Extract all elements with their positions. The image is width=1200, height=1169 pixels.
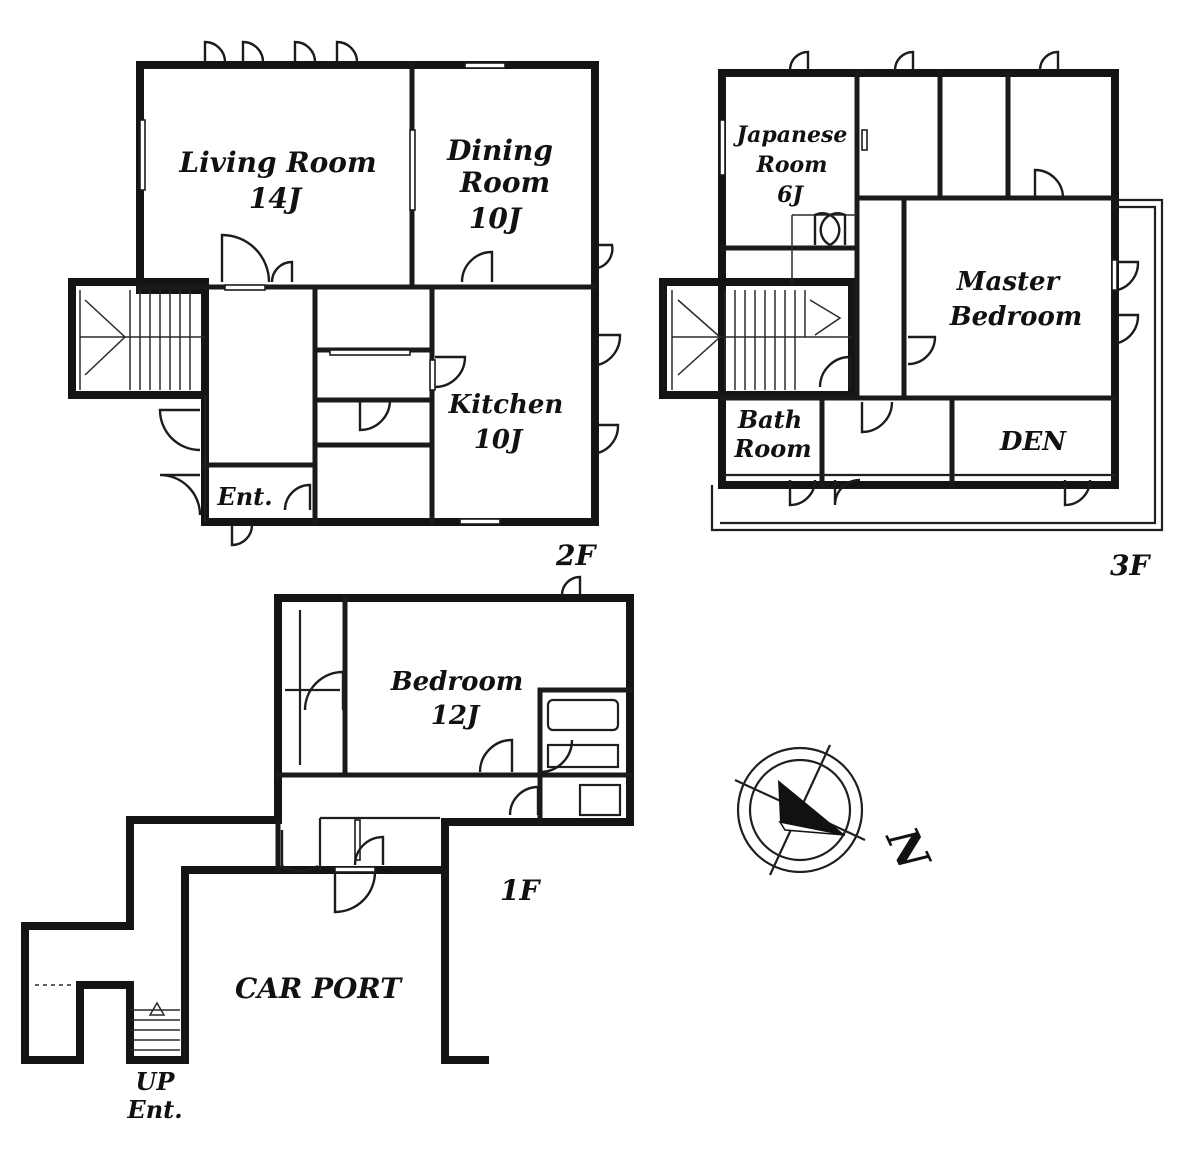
window (329, 349, 411, 356)
window (334, 866, 376, 873)
doors-3f (788, 50, 1140, 507)
floor-label-3f: 3F (1110, 549, 1151, 582)
bedroom-label: Bedroom (390, 667, 524, 697)
window (861, 129, 868, 151)
window (719, 119, 726, 176)
living-room-size: 14J (249, 182, 303, 215)
vanity (546, 743, 620, 769)
stairs-1f (35, 984, 180, 1051)
stairs-up-label: UP (136, 1067, 176, 1096)
japanese-room-size: 6J (777, 182, 804, 208)
living-room-label: Living Room (178, 146, 376, 179)
bedroom-size: 12J (431, 701, 481, 731)
doors-1f (280, 575, 582, 914)
window (429, 359, 436, 391)
bathtub (546, 698, 620, 732)
dining-room-label-line2: Room (459, 166, 550, 199)
entrance-2f-label: Ent. (216, 482, 272, 511)
window (409, 129, 416, 211)
stairs-3f (671, 290, 852, 390)
bath-room-label-line1: Bath (737, 405, 802, 434)
dining-room-label-line1: Dining (446, 134, 553, 167)
carport-label: CAR PORT (235, 972, 403, 1005)
japanese-room-label-line1: Japanese (733, 122, 848, 148)
floor-label-2f: 2F (555, 539, 597, 572)
master-bedroom-label-line1: Master (956, 267, 1062, 297)
floor-plan-1f (21, 575, 634, 1064)
floor-plan-3f (659, 50, 1164, 532)
kitchen-label: Kitchen (448, 390, 564, 420)
window (354, 819, 361, 861)
entrance-1f-label: Ent. (126, 1095, 182, 1124)
kitchen-size: 10J (474, 425, 524, 455)
window (139, 119, 146, 191)
north-label: N (875, 818, 940, 879)
window (1111, 259, 1118, 291)
window (459, 518, 501, 525)
window (224, 284, 266, 291)
floor-plan-2f (68, 40, 622, 547)
bath-room-label-line2: Room (733, 434, 811, 463)
doors-2f (158, 40, 622, 547)
stairs-2f (79, 290, 205, 390)
floor-label-1f: 1F (500, 874, 541, 907)
compass-needle (778, 780, 845, 835)
toilet (578, 783, 622, 817)
den-label: DEN (999, 427, 1067, 457)
north-compass (734, 744, 866, 876)
dining-room-size: 10J (469, 202, 523, 235)
master-bedroom-label-line2: Bedroom (949, 302, 1083, 332)
window (464, 62, 506, 69)
japanese-room-label-line2: Room (756, 152, 828, 178)
